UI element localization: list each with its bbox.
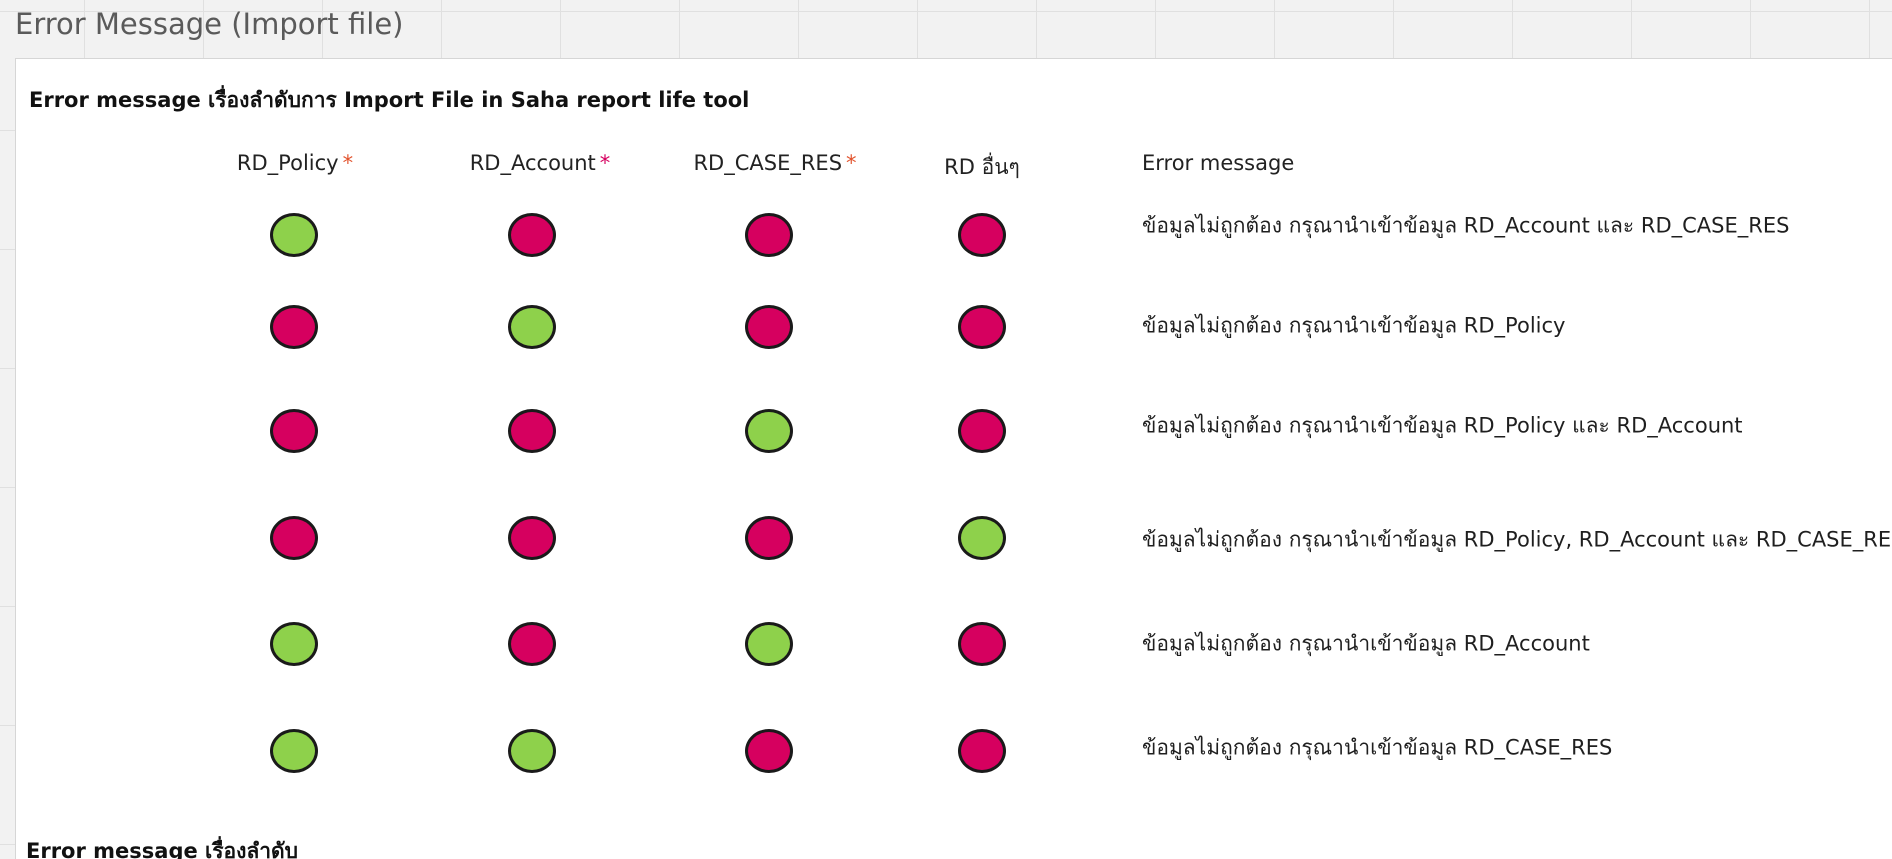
status-dot-rd-account-row-3-red [508, 409, 556, 453]
status-dot-rd-policy-row-1-green [270, 213, 318, 257]
status-dot-rd-case-res-row-2-red [745, 305, 793, 349]
status-dot-rd-policy-row-6-green [270, 729, 318, 773]
status-dot-rd-case-res-row-4-red [745, 516, 793, 560]
status-dot-rd-policy-row-5-green [270, 622, 318, 666]
status-dot-rd-account-row-2-green [508, 305, 556, 349]
diagram-heading: Error message เรื่องลำดับการ Import File… [29, 88, 750, 112]
error-message-row-2: ข้อมูลไม่ถูกต้อง กรุณานำเข้าข้อมูล RD_Po… [1142, 313, 1566, 338]
status-dot-rd-other-row-6-red [958, 729, 1006, 773]
status-dot-rd-other-row-3-red [958, 409, 1006, 453]
column-header-rd-other: RD อื่นๆ [944, 151, 1020, 184]
error-message-row-1: ข้อมูลไม่ถูกต้อง กรุณานำเข้าข้อมูล RD_Ac… [1142, 213, 1790, 238]
required-marker: * [846, 151, 857, 175]
column-label-rd-other: RD อื่นๆ [944, 155, 1020, 179]
status-dot-rd-other-row-2-red [958, 305, 1006, 349]
status-dot-rd-account-row-5-red [508, 622, 556, 666]
column-header-error-message: Error message [1142, 151, 1294, 175]
status-dot-rd-policy-row-4-red [270, 516, 318, 560]
status-dot-rd-case-res-row-6-red [745, 729, 793, 773]
status-dot-rd-other-row-5-red [958, 622, 1006, 666]
frame-title: Error Message (Import file) [15, 7, 404, 41]
error-message-row-6: ข้อมูลไม่ถูกต้อง กรุณานำเข้าข้อมูล RD_CA… [1142, 735, 1613, 760]
status-dot-rd-other-row-1-red [958, 213, 1006, 257]
status-dot-rd-policy-row-3-red [270, 409, 318, 453]
error-message-row-4: ข้อมูลไม่ถูกต้อง กรุณานำเข้าข้อมูล RD_Po… [1142, 527, 1892, 552]
next-section-heading: Error message เรื่องลำดับ [26, 839, 298, 859]
required-marker: * [599, 151, 611, 175]
column-label-rd-account: RD_Account [469, 151, 596, 175]
status-dot-rd-account-row-6-green [508, 729, 556, 773]
column-header-rd-account: RD_Account* [470, 151, 611, 175]
status-dot-rd-account-row-4-red [508, 516, 556, 560]
column-header-rd-case-res: RD_CASE_RES* [693, 151, 856, 175]
column-label-error-message: Error message [1142, 151, 1295, 175]
status-dot-rd-case-res-row-1-red [745, 213, 793, 257]
diagram-panel: Error message เรื่องลำดับการ Import File… [15, 58, 1892, 859]
column-header-rd-policy: RD_Policy* [237, 151, 353, 175]
column-label-rd-policy: RD_Policy [236, 151, 339, 175]
status-dot-rd-account-row-1-red [508, 213, 556, 257]
column-label-rd-case-res: RD_CASE_RES [693, 151, 843, 175]
status-dot-rd-other-row-4-green [958, 516, 1006, 560]
error-message-row-3: ข้อมูลไม่ถูกต้อง กรุณานำเข้าข้อมูล RD_Po… [1142, 413, 1743, 438]
status-dot-rd-policy-row-2-red [270, 305, 318, 349]
status-dot-rd-case-res-row-5-green [745, 622, 793, 666]
status-dot-rd-case-res-row-3-green [745, 409, 793, 453]
error-message-row-5: ข้อมูลไม่ถูกต้อง กรุณานำเข้าข้อมูล RD_Ac… [1142, 631, 1590, 656]
required-marker: * [342, 151, 354, 175]
